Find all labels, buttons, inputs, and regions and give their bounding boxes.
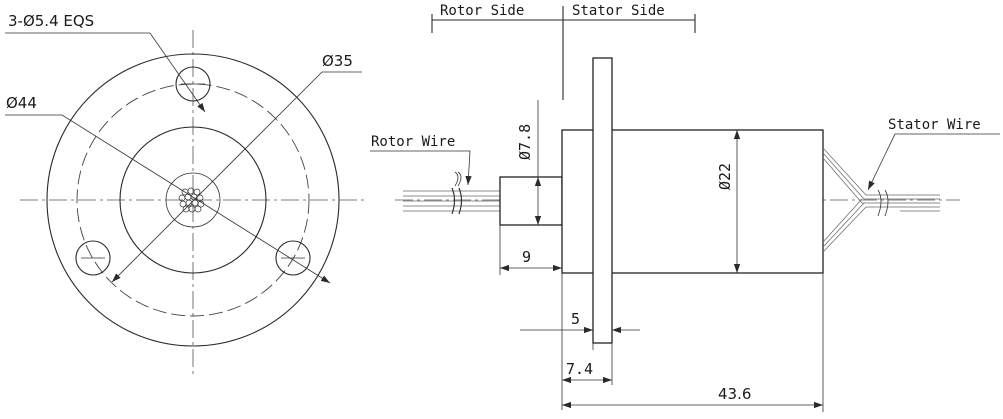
rotor-side-label: Rotor Side xyxy=(440,3,524,19)
outer-dia-leader xyxy=(5,114,331,284)
bolt-circle-label: Ø35 xyxy=(322,52,353,70)
holes-leader xyxy=(5,32,206,113)
flange-offset-label: 7.4 xyxy=(566,360,593,378)
side-view: Rotor Side Stator Side Rotor Wire xyxy=(370,3,1000,412)
mounting-hole-top xyxy=(175,66,211,102)
shaft-dia-label: Ø7.8 xyxy=(516,124,534,160)
bolt-circle-leader xyxy=(111,71,362,283)
front-view: 3-Ø5.4 EQS Ø44 Ø35 xyxy=(5,12,365,375)
bolt-circle xyxy=(76,83,310,317)
bore-circle xyxy=(165,172,221,228)
stator-wire-label: Stator Wire xyxy=(888,117,981,133)
rotor-shaft xyxy=(499,176,563,226)
flange-thickness-label: 5 xyxy=(571,310,580,328)
mounting-hole-left xyxy=(75,240,111,276)
total-length-label: 43.6 xyxy=(718,385,751,403)
rotor-wires xyxy=(403,190,500,212)
outer-dia-label: Ø44 xyxy=(6,94,37,112)
hole-center-marks xyxy=(81,83,305,259)
hub-circle xyxy=(119,126,267,274)
stator-side-label: Stator Side xyxy=(572,3,665,19)
rotor-wire-leader xyxy=(370,150,472,186)
rotor-wire-break xyxy=(454,171,462,187)
shaft-length-label: 9 xyxy=(522,248,531,266)
stator-wire-leader xyxy=(867,133,1000,191)
body-dia-label: Ø22 xyxy=(716,163,734,190)
holes-label: 3-Ø5.4 EQS xyxy=(8,12,94,30)
flange-outer-circle xyxy=(46,53,340,347)
stator-wire-break xyxy=(877,189,889,217)
mounting-flange xyxy=(592,57,613,344)
mounting-hole-right xyxy=(275,240,311,276)
rotor-wire-label: Rotor Wire xyxy=(371,134,455,150)
